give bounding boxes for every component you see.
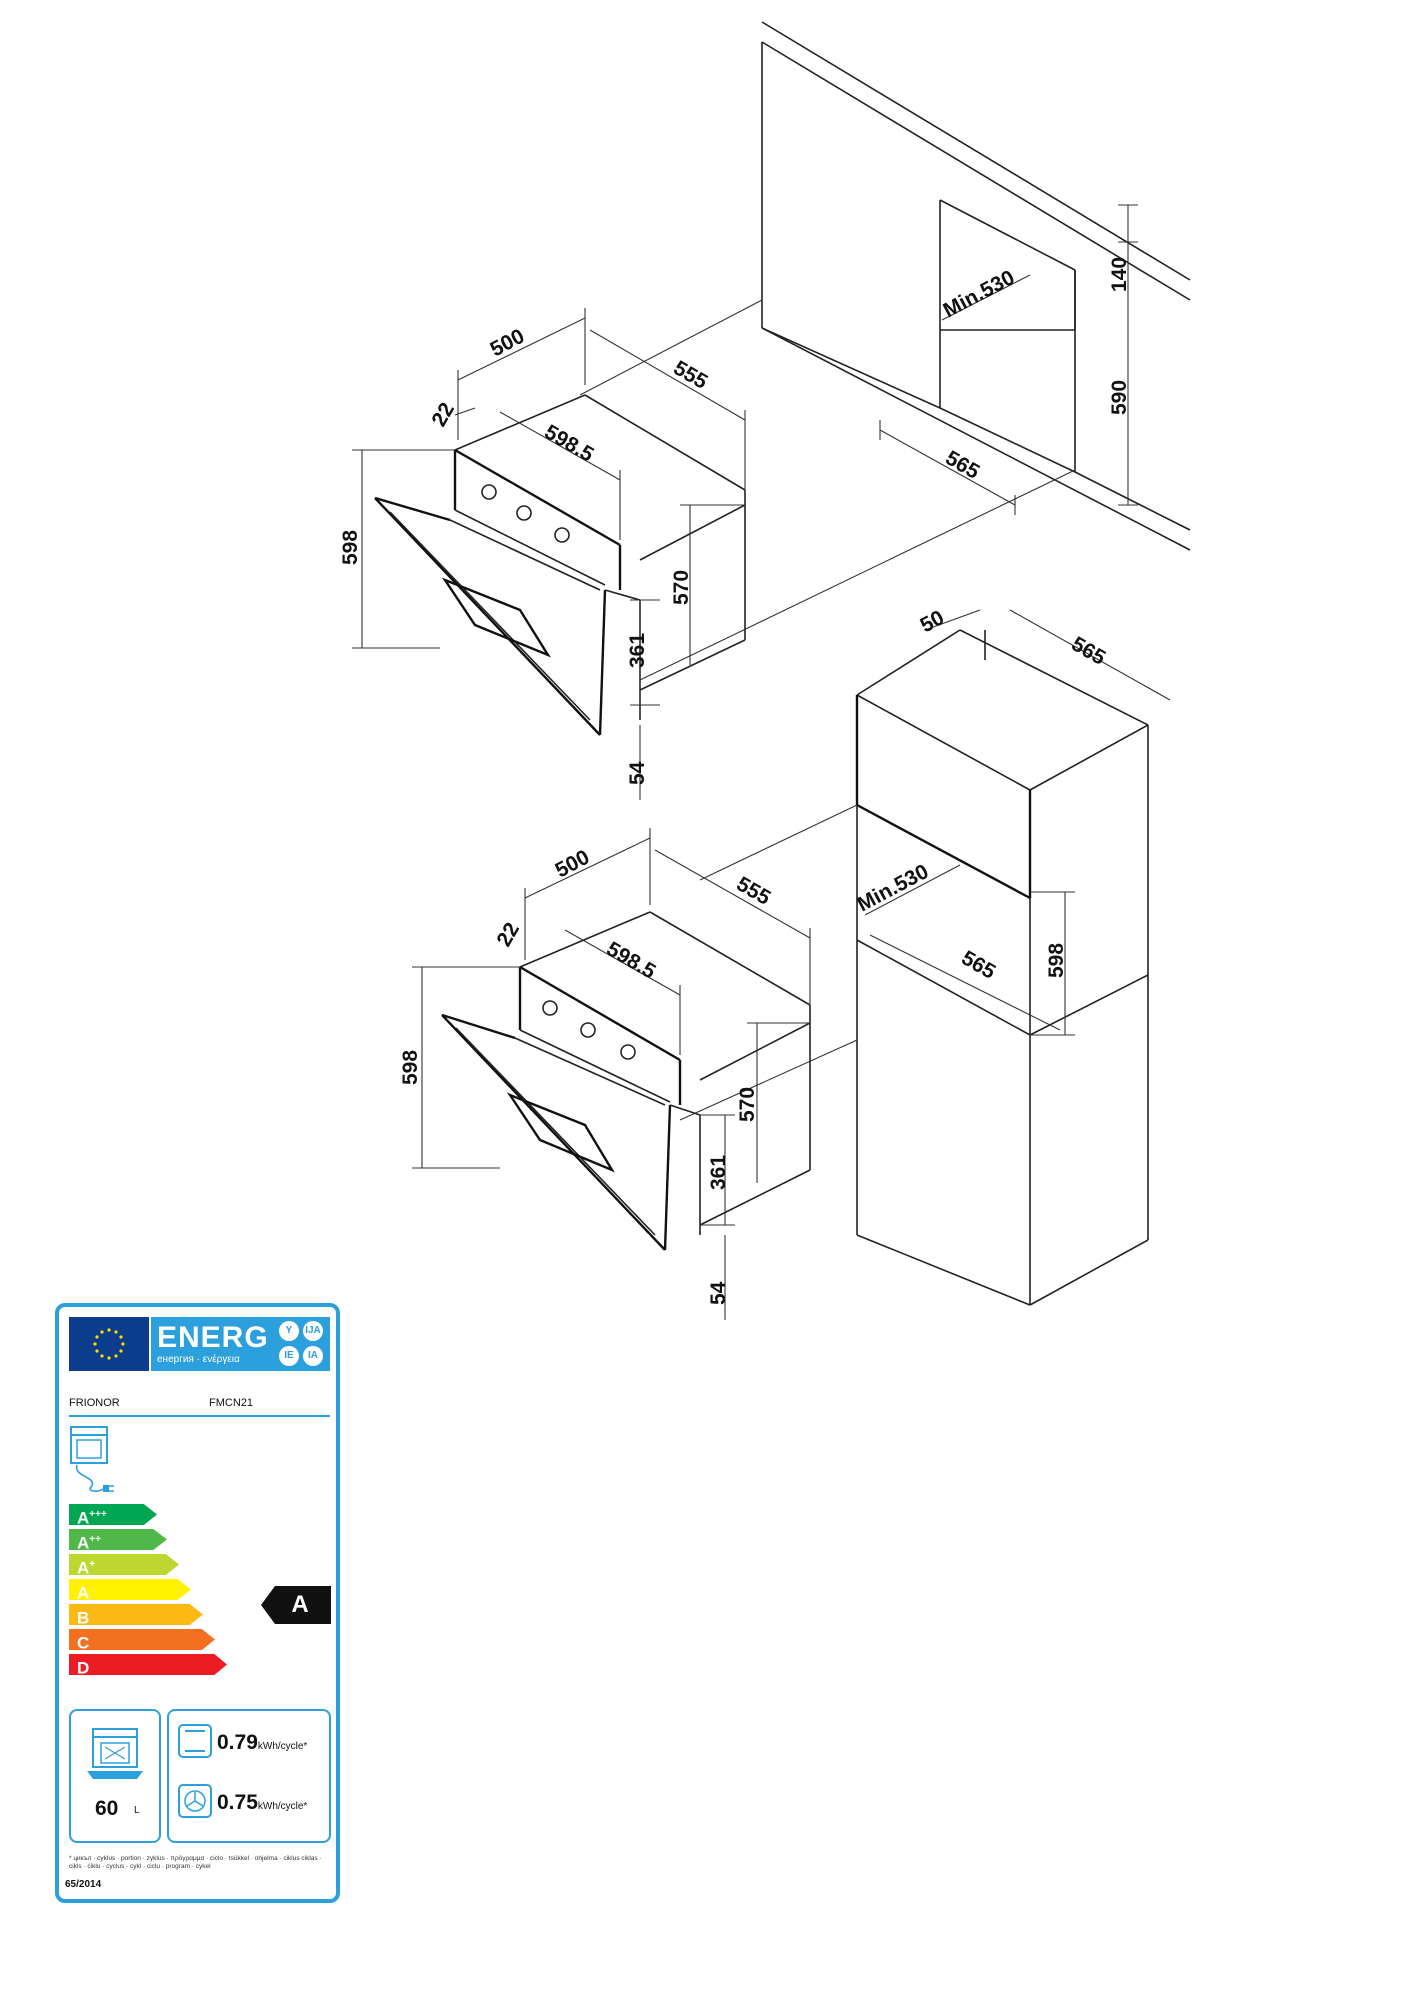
consumption-panel: 0.79kWh/cycle* 0.75kWh/cycle*	[167, 1709, 331, 1843]
regulation-number: 65/2014	[65, 1879, 102, 1890]
energy-class-c: C	[69, 1629, 215, 1650]
electric-oven-icon	[70, 1426, 114, 1492]
upper-diagram: 500 555 22 598.5 598 570 361 54 Min.530 …	[339, 21, 1191, 800]
fan-mode-icon	[178, 1784, 212, 1818]
lower-dim-500: 500	[552, 846, 594, 883]
upper-dim-598: 598	[339, 530, 362, 565]
cycle-footnote: * цикъл · cyklus · portion · zyklus · πρ…	[69, 1855, 322, 1870]
lower-dim-555: 555	[733, 872, 775, 910]
energy-rating: A	[291, 1591, 309, 1618]
energy-rating-arrow: A	[261, 1586, 331, 1624]
upper-oven	[352, 308, 746, 800]
oven-plug-icons	[69, 1425, 129, 1501]
lower-dim-50: 50	[917, 606, 948, 637]
upper-dim-22: 22	[427, 399, 459, 431]
language-badge: IE	[279, 1346, 299, 1366]
lower-oven	[412, 828, 811, 1320]
energy-class-a-plus-3: A+++	[69, 1504, 157, 1525]
upper-dim-590: 590	[1108, 380, 1131, 415]
header-rule	[69, 1415, 330, 1417]
energy-class-b: B	[69, 1604, 203, 1625]
upper-dim-500: 500	[487, 325, 529, 362]
energy-class-a: A	[69, 1579, 191, 1600]
volume-value: 60	[95, 1797, 119, 1820]
language-badge: IA	[303, 1346, 323, 1366]
upper-dim-565: 565	[942, 446, 984, 484]
fan-consumption: 0.75kWh/cycle*	[217, 1791, 308, 1814]
tall-cabinet	[679, 609, 1171, 1306]
upper-dim-140: 140	[1108, 257, 1131, 292]
lower-dim-598-niche: 598	[1045, 943, 1068, 978]
energy-class-a-plus-2: A++	[69, 1529, 167, 1550]
upper-dim-54: 54	[626, 761, 649, 785]
lower-dim-min-530: Min.530	[854, 860, 933, 916]
energy-title-box: ENERG енергия · ενέργεια Y IJA IE IA	[151, 1317, 330, 1371]
upper-dim-min-530: Min.530	[940, 266, 1019, 322]
conventional-consumption: 0.79kWh/cycle*	[217, 1731, 308, 1754]
upper-dim-570: 570	[670, 570, 693, 605]
lower-dim-570: 570	[736, 1087, 759, 1122]
lower-dim-361: 361	[707, 1155, 730, 1190]
lower-dim-565-top: 565	[1068, 632, 1110, 670]
upper-dim-361: 361	[626, 633, 649, 668]
lower-dim-54: 54	[707, 1281, 730, 1305]
conventional-mode-icon	[178, 1724, 212, 1758]
lower-dim-565-niche: 565	[958, 946, 1000, 984]
supplier-name: FRIONOR	[69, 1397, 120, 1409]
model-identifier: FMCN21	[209, 1397, 254, 1409]
energy-label: ENERG енергия · ενέργεια Y IJA IE IA FRI…	[55, 1303, 340, 1903]
language-badge: IJA	[303, 1321, 323, 1341]
energy-subtitle: енергия · ενέργεια	[157, 1354, 240, 1365]
upper-niche	[579, 21, 1191, 681]
volume-unit: L	[134, 1805, 140, 1816]
upper-dim-555: 555	[670, 356, 712, 394]
language-badge: Y	[279, 1321, 299, 1341]
lower-dim-598-5: 598.5	[603, 937, 660, 983]
energy-class-a-plus-1: A+	[69, 1554, 179, 1575]
lower-dim-22: 22	[492, 919, 524, 951]
upper-dim-598-5: 598.5	[541, 420, 598, 466]
lower-diagram: 500 555 22 598.5 598 570 361 54 Min.530 …	[399, 606, 1171, 1320]
eu-flag-icon	[69, 1317, 149, 1371]
energy-label-header: ENERG енергия · ενέργεια Y IJA IE IA	[69, 1317, 330, 1371]
energy-class-d: D	[69, 1654, 227, 1675]
energy-title: ENERG	[157, 1321, 269, 1354]
volume-panel: 60 L	[69, 1709, 161, 1843]
oven-volume-icon	[87, 1728, 143, 1779]
lower-dim-598: 598	[399, 1050, 422, 1085]
